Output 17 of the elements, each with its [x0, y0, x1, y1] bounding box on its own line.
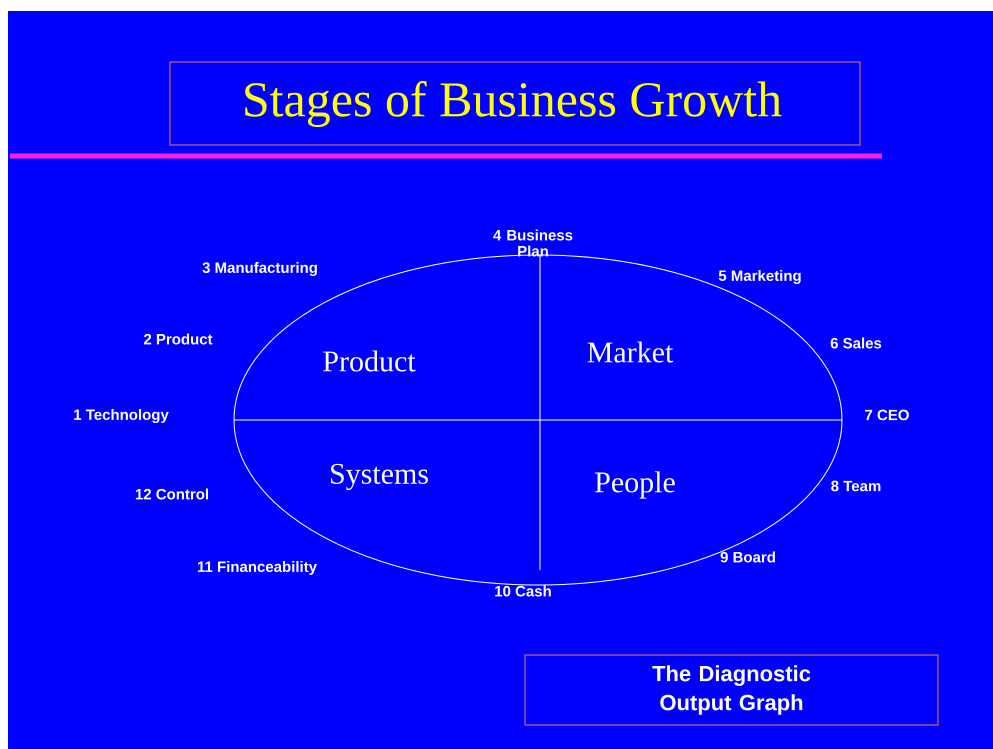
stage-label: 6 Sales: [830, 338, 882, 348]
quadrant-label: Systems: [331, 464, 428, 490]
stage-label: 1 Technology: [74, 408, 169, 424]
quadrant-label: Market: [588, 341, 674, 363]
stage-label: 9 Board: [720, 552, 775, 562]
stage-label: 12 Control: [136, 488, 208, 500]
stage-label: 11 Financeability: [198, 561, 317, 575]
caption-box: The Diagnostic Output Graph: [524, 654, 938, 726]
stage-label: 3 Manufacturing: [202, 262, 317, 276]
quadrant-label: People: [595, 471, 675, 499]
quadrant-label: Product: [323, 350, 416, 372]
title-box: Stages of Business Growth: [170, 62, 860, 146]
stage-label: 8 Team: [831, 480, 880, 492]
stage-label: 2 Product: [144, 334, 212, 344]
stage-label: 7 CEO: [865, 410, 909, 420]
stage-label: 5 Marketing: [718, 270, 801, 284]
stage-label: 10 Cash: [495, 585, 551, 596]
